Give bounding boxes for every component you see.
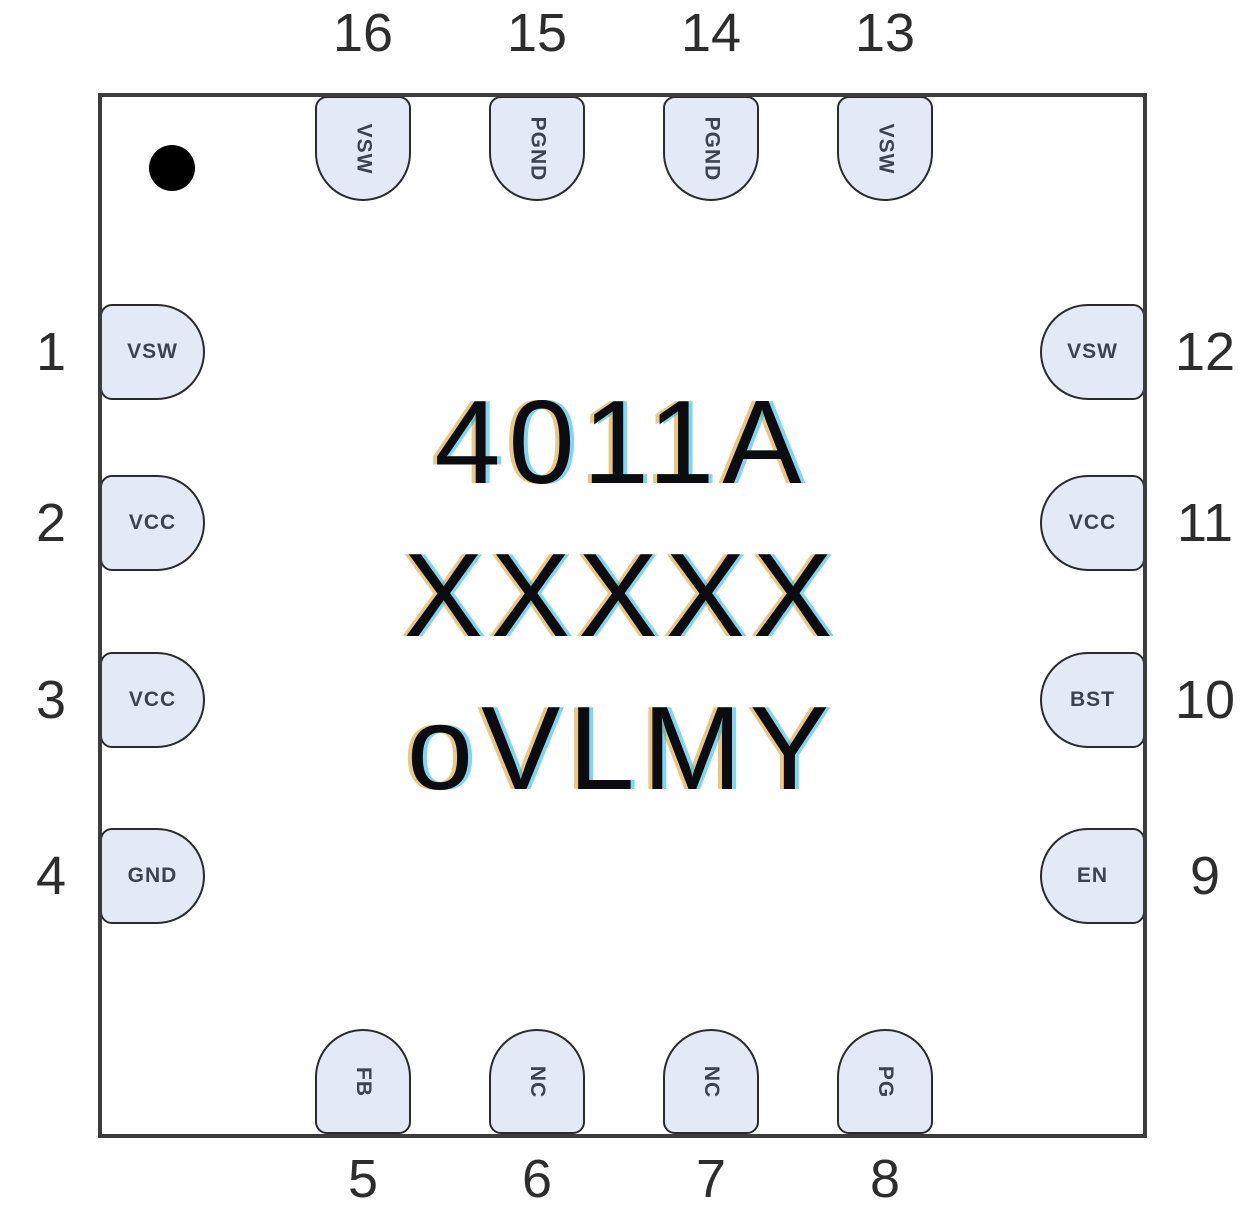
pin-pad-12: VSW [1040, 304, 1145, 400]
pin-label-11: VCC [1068, 511, 1117, 534]
pin-label-13: VSW [874, 123, 897, 174]
pin-label-16: VSW [352, 123, 375, 174]
pin-number-4: 4 [35, 846, 67, 906]
pin-label-10: BST [1070, 688, 1115, 711]
pin-pad-16: VSW [315, 96, 411, 201]
pin-pad-2: VCC [100, 475, 205, 571]
pin-number-5: 5 [347, 1149, 379, 1209]
pin-number-3: 3 [35, 670, 67, 730]
pin-number-15: 15 [506, 3, 568, 63]
pin-label-14: PGND [700, 116, 723, 181]
pin-pad-4: GND [100, 828, 205, 924]
pin-label-5: FB [352, 1066, 375, 1097]
pin-pad-9: EN [1040, 828, 1145, 924]
pin-pad-7: NC [663, 1029, 759, 1134]
pin-pad-8: PG [837, 1029, 933, 1134]
pin-number-13: 13 [854, 3, 916, 63]
pin-number-6: 6 [521, 1149, 553, 1209]
pin-number-10: 10 [1174, 670, 1236, 730]
package-top-marking: 4011A XXXXX oVLMY [222, 366, 1022, 825]
pin-pad-14: PGND [663, 96, 759, 201]
pin-label-4: GND [127, 864, 178, 887]
pin-pad-11: VCC [1040, 475, 1145, 571]
pin-label-2: VCC [128, 511, 177, 534]
pin-pad-10: BST [1040, 652, 1145, 748]
pin-number-8: 8 [869, 1149, 901, 1209]
pin-label-7: NC [700, 1065, 723, 1098]
pin-label-3: VCC [128, 688, 177, 711]
pin-pad-15: PGND [489, 96, 585, 201]
pin-number-12: 12 [1174, 322, 1236, 382]
pin-number-14: 14 [680, 3, 742, 63]
pin-number-9: 9 [1189, 846, 1221, 906]
pin-pad-6: NC [489, 1029, 585, 1134]
pin-label-15: PGND [526, 116, 549, 181]
pin-number-2: 2 [35, 493, 67, 553]
pin-number-1: 1 [35, 322, 67, 382]
pin-pad-1: VSW [100, 304, 205, 400]
pin1-indicator-dot [149, 145, 195, 191]
pin-label-8: PG [874, 1065, 897, 1098]
ic-package-body [98, 93, 1147, 1138]
pin-pad-13: VSW [837, 96, 933, 201]
pin-number-16: 16 [332, 3, 394, 63]
pin-label-9: EN [1076, 864, 1109, 887]
pin-pad-5: FB [315, 1029, 411, 1134]
pin-pad-3: VCC [100, 652, 205, 748]
marking-line-1: 4011A [434, 376, 810, 509]
pin-number-7: 7 [695, 1149, 727, 1209]
pin-label-6: NC [526, 1065, 549, 1098]
pin-number-11: 11 [1176, 493, 1234, 553]
pin-label-1: VSW [127, 340, 178, 363]
marking-line-2: XXXXX [403, 529, 841, 662]
marking-line-3: oVLMY [406, 682, 838, 815]
pin-label-12: VSW [1067, 340, 1118, 363]
